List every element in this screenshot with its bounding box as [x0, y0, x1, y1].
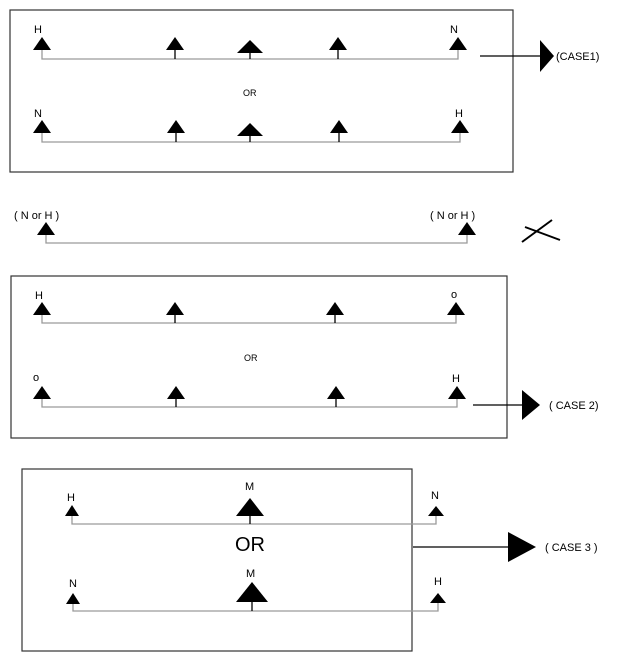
support-triangle — [65, 505, 79, 516]
case3-group: H M N OR N M H ( CASE 3 ) — [21, 468, 598, 652]
support-triangle — [448, 386, 466, 399]
support-triangle — [329, 37, 347, 50]
left-label: H — [34, 24, 42, 36]
support-triangle — [449, 37, 467, 50]
cross-icon — [521, 219, 561, 243]
right-label: H — [434, 576, 442, 588]
support-triangle — [33, 302, 51, 315]
right-label: ( N or H ) — [430, 210, 475, 222]
case3-row2: N M H — [66, 568, 446, 612]
support-triangle — [166, 302, 184, 315]
beam — [41, 399, 458, 408]
left-label: H — [67, 492, 75, 504]
support-triangle — [167, 120, 185, 133]
beam — [41, 315, 457, 324]
case2-box — [10, 275, 508, 439]
right-label: H — [452, 373, 460, 385]
or-label: OR — [244, 353, 258, 363]
support-triangle — [430, 593, 446, 603]
middle-label: M — [246, 568, 255, 580]
right-label: H — [455, 108, 463, 120]
support-triangle — [166, 37, 184, 50]
middle-support-triangle — [236, 498, 264, 516]
or-label: OR — [243, 88, 257, 98]
case1-box — [9, 9, 514, 173]
middle-label: M — [245, 481, 254, 493]
support-triangle — [326, 302, 344, 315]
middle-support-triangle — [236, 582, 268, 602]
center-support-triangle — [237, 123, 263, 136]
arrow-head-icon — [540, 40, 554, 72]
case3-row1: H M N — [65, 481, 444, 525]
support-triangle — [327, 386, 345, 399]
support-triangle — [33, 386, 51, 399]
support-triangle — [33, 37, 51, 50]
case1-group: H N OR N H (CASE1) — [9, 9, 599, 173]
left-label: ( N or H ) — [14, 210, 59, 222]
left-label: N — [34, 108, 42, 120]
support-triangle — [428, 506, 444, 516]
arrow-head-icon — [508, 532, 536, 562]
right-label: N — [431, 490, 439, 502]
case1-row1: H N — [33, 24, 467, 60]
beam — [45, 235, 468, 244]
case2-label: ( CASE 2) — [549, 400, 599, 412]
case2-row1: H o — [33, 289, 465, 324]
support-triangle — [451, 120, 469, 133]
support-triangle — [66, 593, 80, 604]
case1-label: (CASE1) — [556, 51, 599, 63]
left-label: H — [35, 290, 43, 302]
support-triangle — [458, 222, 476, 235]
left-label: o — [33, 372, 39, 384]
beam — [41, 133, 461, 143]
case1-row2: N H — [33, 108, 469, 143]
right-label: N — [450, 24, 458, 36]
beam — [72, 603, 439, 612]
invalid-case-group: ( N or H ) ( N or H ) — [14, 210, 561, 244]
beam — [71, 516, 437, 525]
left-label: N — [69, 578, 77, 590]
support-triangle — [330, 120, 348, 133]
support-triangle — [37, 222, 55, 235]
or-label: OR — [235, 534, 265, 556]
center-support-triangle — [237, 40, 263, 53]
support-triangle — [33, 120, 51, 133]
support-triangle — [447, 302, 465, 315]
case2-group: H o OR o H ( CASE 2) — [10, 275, 599, 439]
case2-row2: o H — [33, 372, 466, 408]
right-label: o — [451, 289, 457, 301]
case3-label: ( CASE 3 ) — [545, 542, 598, 554]
support-triangle — [167, 386, 185, 399]
case3-box — [21, 468, 413, 652]
arrow-head-icon — [522, 390, 540, 420]
